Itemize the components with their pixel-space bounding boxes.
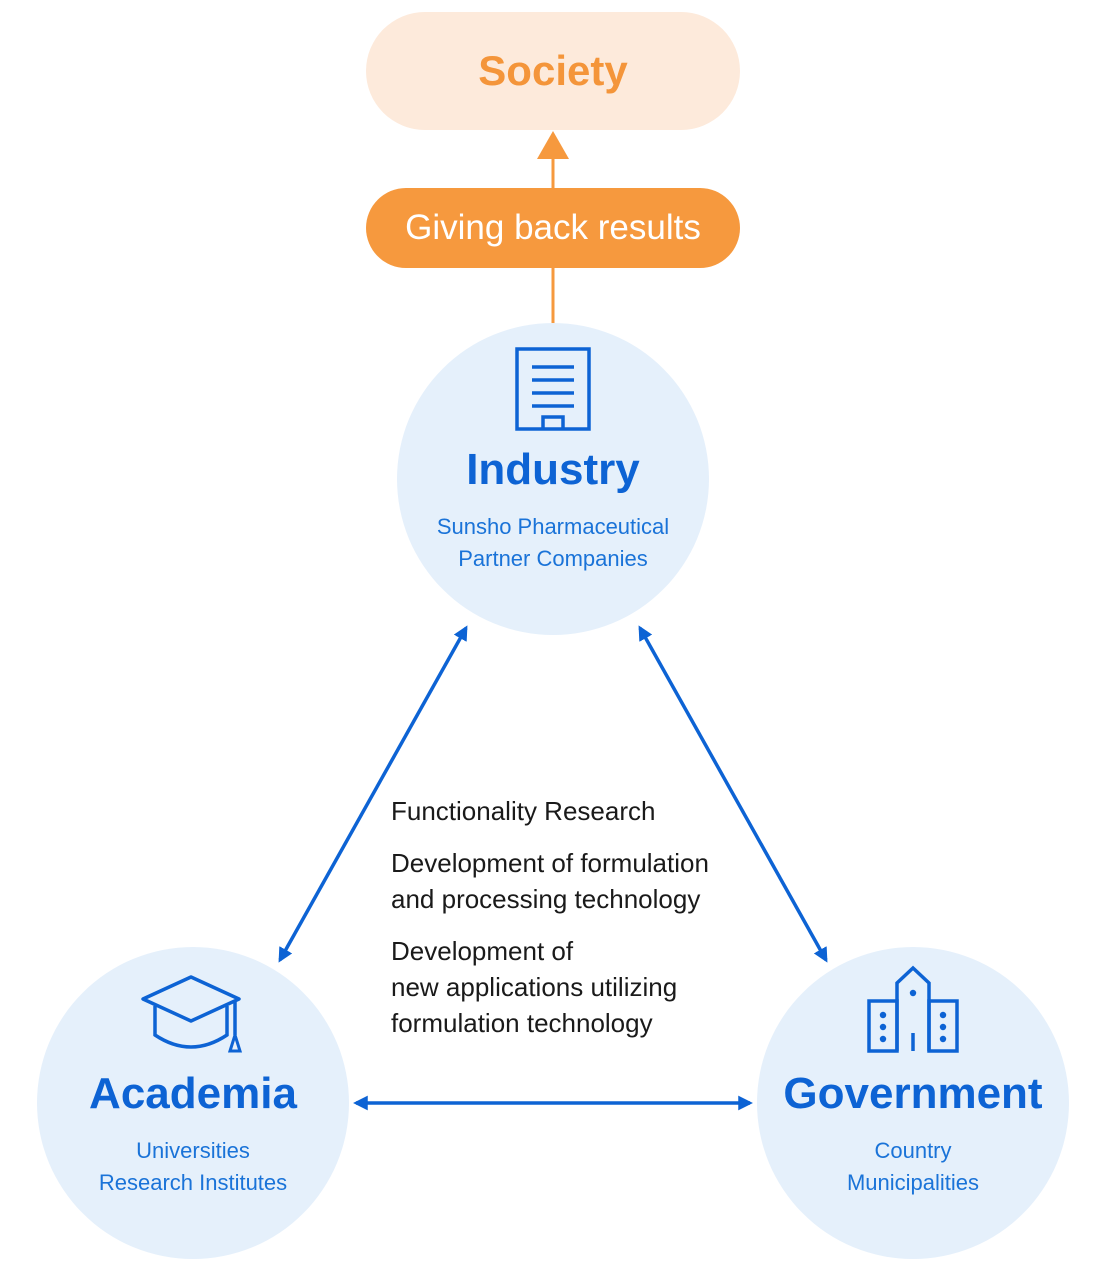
government-title: Government	[783, 1069, 1043, 1118]
office-building-icon	[515, 347, 591, 431]
government-subtitle-line2: Municipalities	[846, 1170, 980, 1195]
academia-subtitle-line2: Research Institutes	[98, 1170, 288, 1195]
industry-subtitle-line1: Sunsho Pharmaceutical	[436, 514, 670, 539]
giving-back-results-badge: Giving back results	[366, 188, 740, 268]
industry-academia-arrow	[278, 625, 468, 963]
collaboration-item: Functionality Research	[391, 796, 656, 826]
academia-subtitle-line1: Universities	[136, 1138, 250, 1163]
society-node: Society	[366, 12, 740, 130]
society-arrowhead	[537, 131, 569, 159]
graduation-cap-icon	[141, 975, 243, 1053]
industry-title: Industry	[466, 445, 640, 494]
industry-node: Industry Sunsho Pharmaceutical Partner C…	[397, 323, 709, 635]
government-subtitle-line1: Country	[874, 1138, 952, 1163]
academia-title: Academia	[89, 1069, 297, 1118]
industry-subtitle-line2: Partner Companies	[458, 546, 648, 571]
government-node: Government Country Municipalities	[757, 947, 1069, 1259]
academia-node: Academia Universities Research Institute…	[37, 947, 349, 1259]
collaboration-item: Development of formulation and processin…	[391, 848, 709, 914]
society-label: Society	[478, 47, 628, 94]
collaboration-list: Functionality Research Development of fo…	[391, 793, 771, 1057]
collaboration-item: Development of new applications utilizin…	[391, 936, 678, 1038]
city-buildings-icon	[867, 965, 959, 1053]
giving-back-label: Giving back results	[405, 208, 701, 247]
industry-government-arrow	[638, 625, 828, 963]
